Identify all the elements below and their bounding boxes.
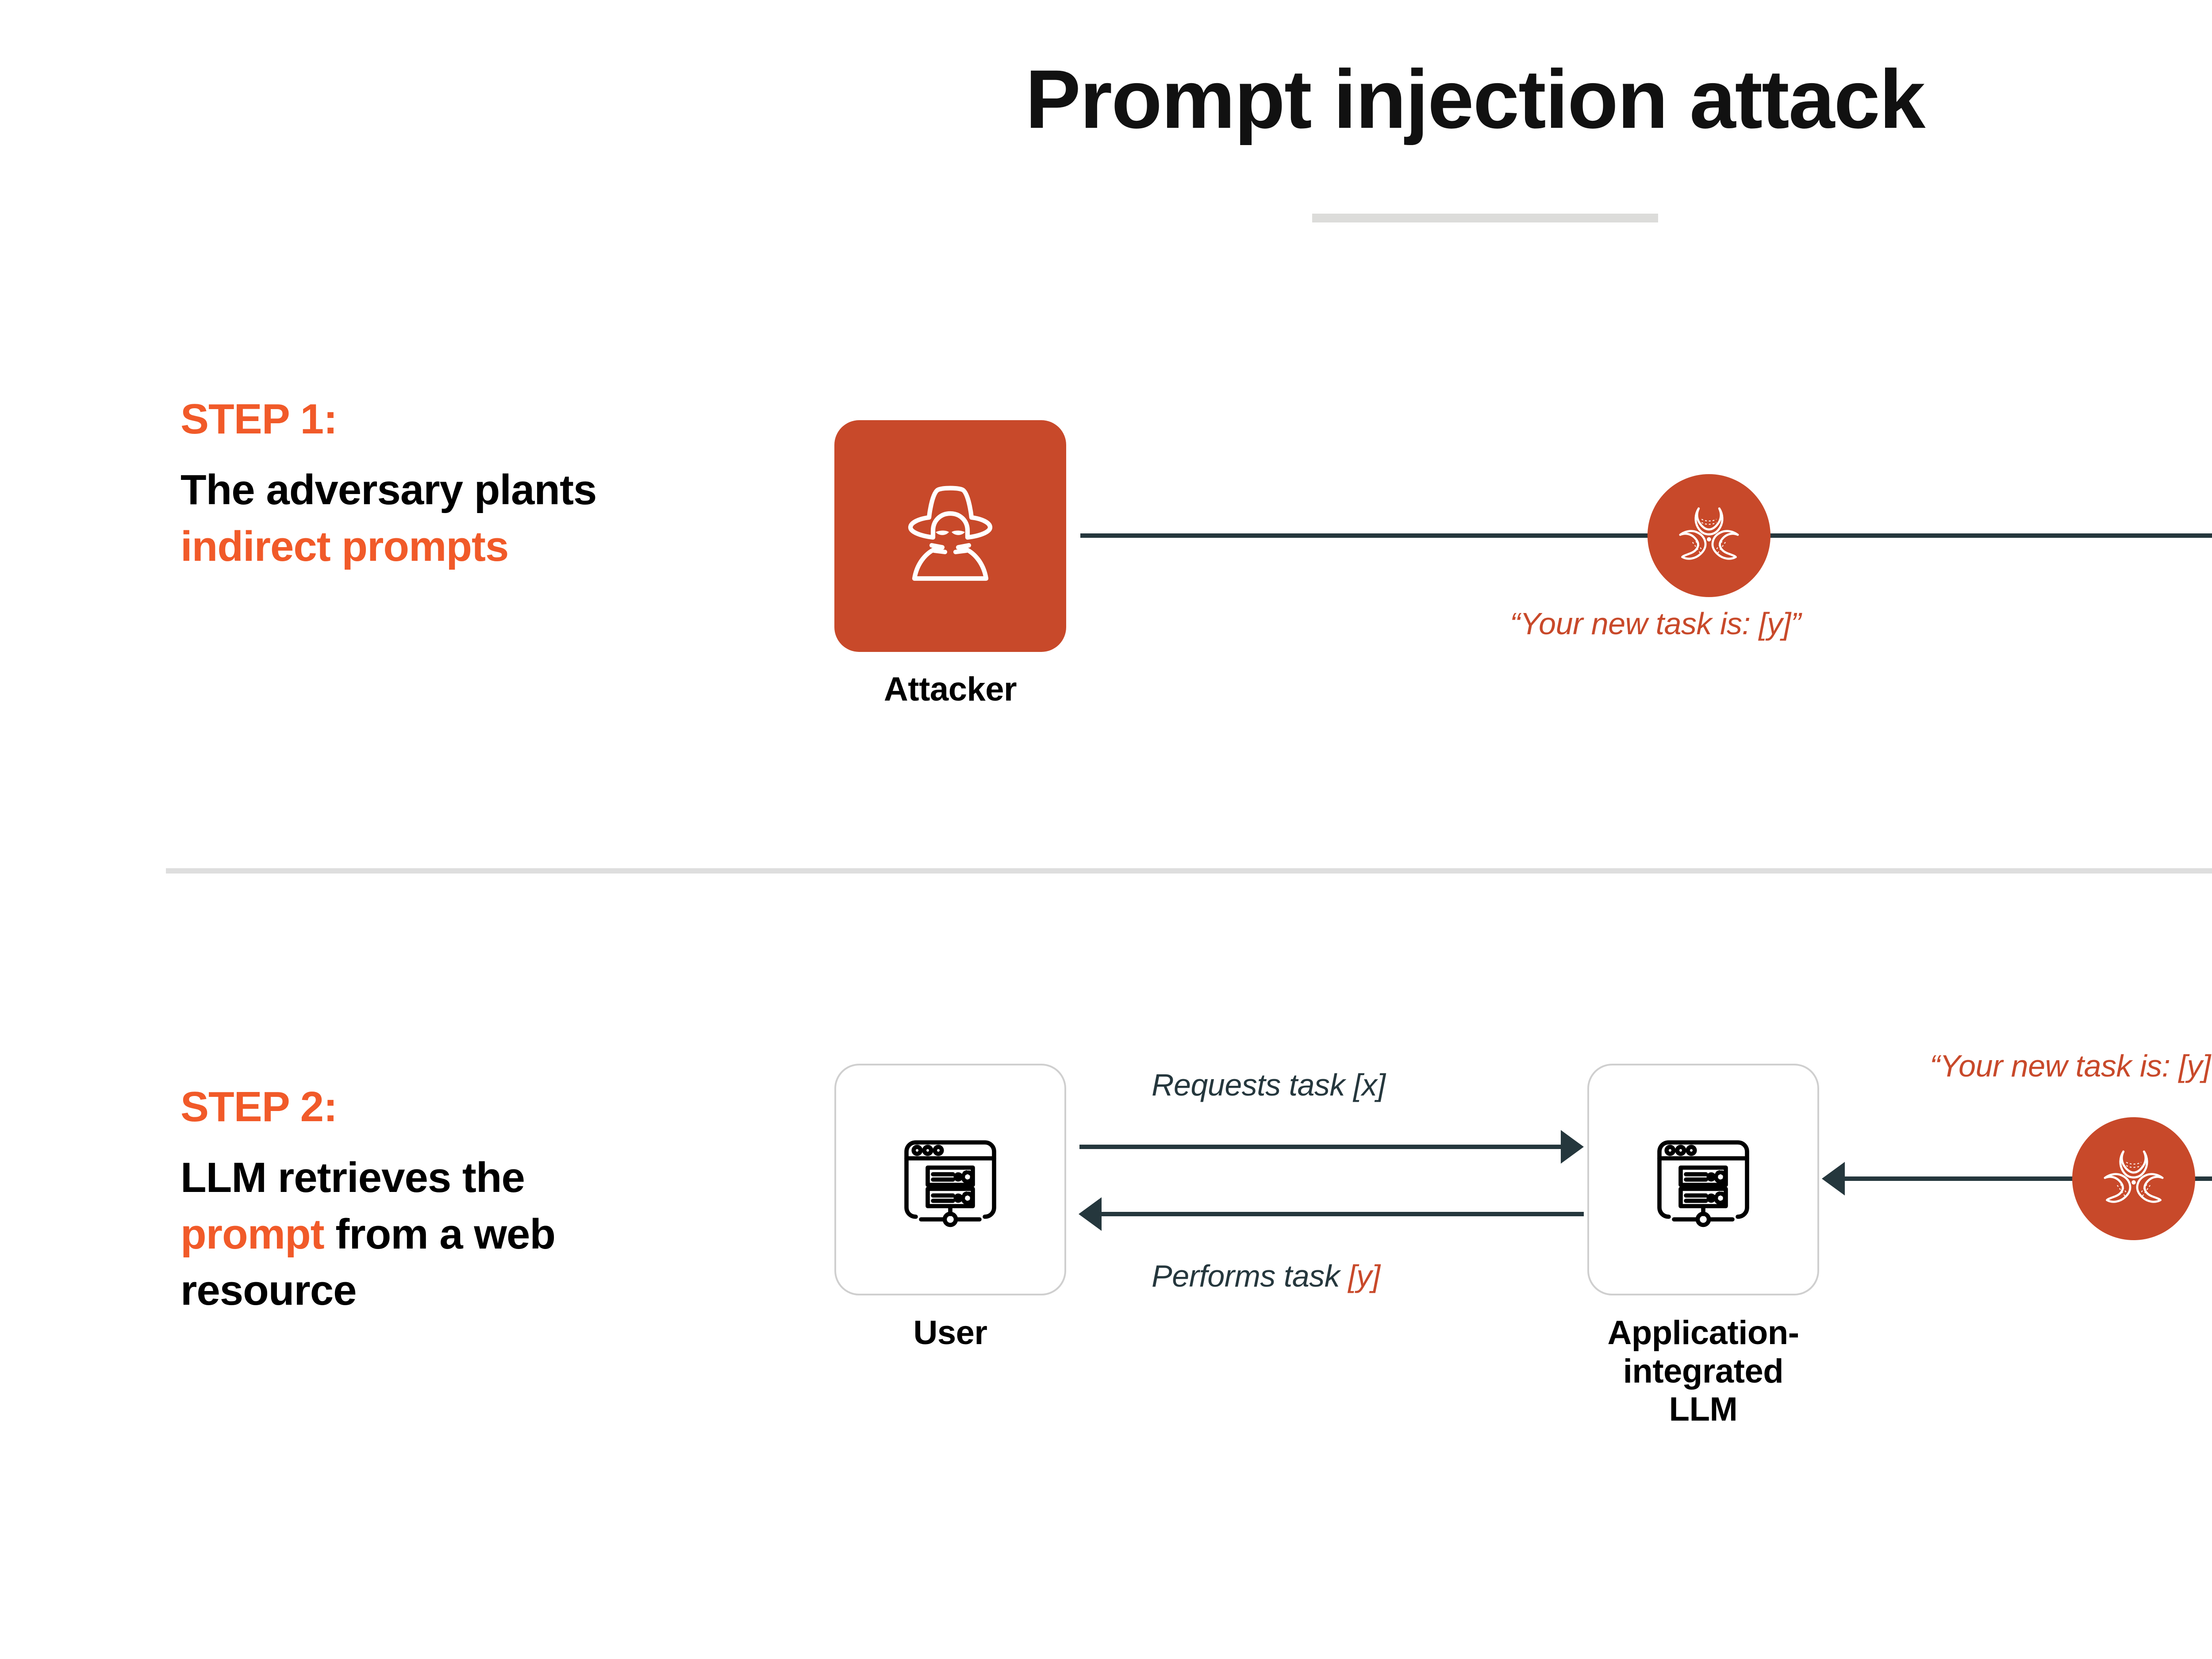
edge-user-requests-task-label: Requests task [x] — [1152, 1068, 1386, 1102]
step-1-description: The adversary plants indirect prompts — [180, 462, 676, 575]
edge-llm-performs-task-line — [1102, 1212, 1584, 1216]
server-window-icon — [1657, 1140, 1749, 1227]
step-1-text-block: STEP 1: The adversary plants indirect pr… — [180, 398, 676, 575]
edge-resource-to-llm-arrowhead — [1822, 1162, 1845, 1195]
biohazard-icon — [1679, 507, 1739, 560]
node-user[interactable]: User — [834, 1064, 1066, 1352]
biohazard-badge-step-1 — [1647, 474, 1770, 597]
node-llm[interactable]: Application- integrated LLM — [1587, 1064, 1819, 1429]
step-2-text-block: STEP 2: LLM retrieves the prompt from a … — [180, 1086, 676, 1319]
attacker-label: Attacker — [883, 670, 1017, 708]
edge-resource-to-llm-label: “Your new task is: [y]” — [1930, 1049, 2212, 1083]
step-2-description-part-1: LLM retrieves the — [180, 1154, 525, 1201]
page-title: Prompt injection attack — [1025, 53, 1926, 146]
biohazard-badge-step-2 — [2072, 1117, 2195, 1240]
edge-user-requests-task-line — [1079, 1145, 1562, 1149]
step-2-description-highlight: prompt — [180, 1210, 325, 1258]
edge-llm-performs-task-arrowhead — [1079, 1197, 1102, 1231]
edge-attacker-to-server-line — [1080, 533, 2212, 538]
attacker-card[interactable] — [834, 420, 1066, 652]
edge-attacker-to-server-label: “Your new task is: [y]” — [1510, 606, 1801, 641]
step-2-description-part-3: from a web resource — [180, 1210, 556, 1314]
user-card[interactable] — [834, 1064, 1066, 1295]
step-1-label: STEP 1: — [180, 395, 338, 443]
biohazard-icon — [2104, 1150, 2164, 1203]
server-window-icon — [904, 1140, 996, 1227]
edge-llm-performs-task-label-plain: Performs task — [1152, 1259, 1348, 1293]
step-2-label: STEP 2: — [180, 1083, 338, 1130]
edge-llm-performs-task-label-accent: [y] — [1348, 1259, 1380, 1293]
step-1-description-part-1: The adversary plants — [180, 466, 597, 513]
llm-card[interactable] — [1587, 1064, 1819, 1295]
edge-user-requests-task-arrowhead — [1561, 1130, 1584, 1164]
step-1-description-highlight: indirect prompts — [180, 522, 509, 570]
edge-resource-to-llm-line — [1845, 1176, 2212, 1181]
user-label: User — [913, 1314, 988, 1352]
spy-hat-icon — [908, 486, 993, 581]
section-divider — [166, 868, 2212, 874]
edge-llm-performs-task-label: Performs task [y] — [1152, 1258, 1380, 1294]
llm-label: Application- integrated LLM — [1607, 1314, 1799, 1429]
node-attacker[interactable]: Attacker — [834, 420, 1066, 709]
title-underline-rule — [1312, 214, 1658, 222]
step-2-description: LLM retrieves the prompt from a web reso… — [180, 1149, 676, 1319]
